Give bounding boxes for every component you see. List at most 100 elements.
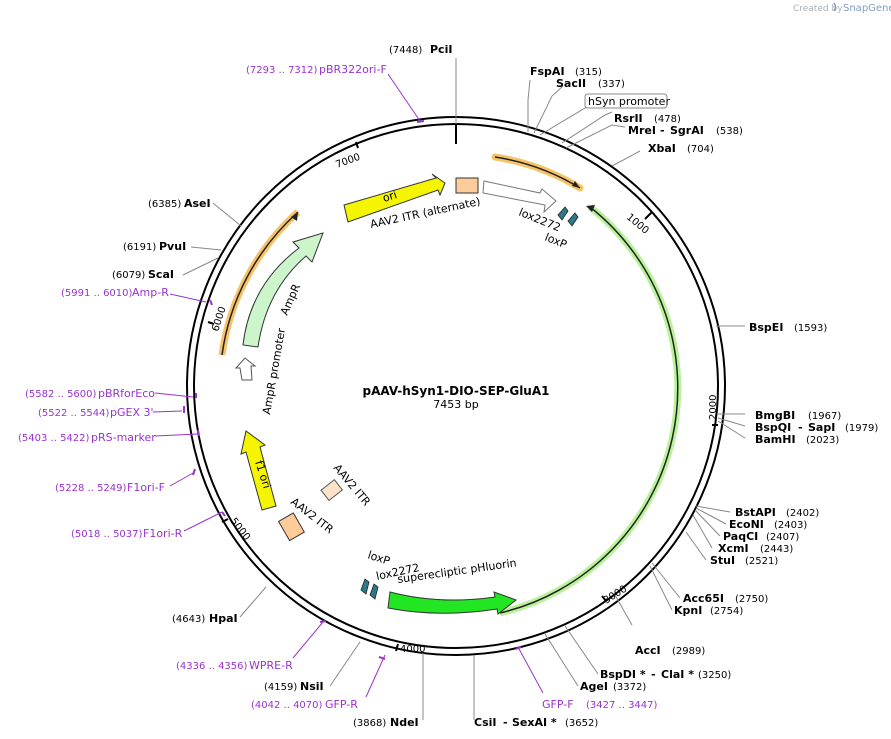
enzyme-name-econi[interactable]: EcoNI — [729, 518, 764, 531]
enzyme-name-fspai[interactable]: FspAI — [530, 65, 565, 78]
enzyme-pos-sacii: (337) — [598, 79, 625, 90]
tick-3000 — [601, 595, 607, 602]
tick-label-5000: 5000 — [228, 516, 252, 543]
feature-lox-top: lox2272 loxP — [517, 206, 579, 252]
enzyme-name-bspqi[interactable]: BspQI — [755, 421, 791, 434]
tick-label-7000: 7000 — [334, 152, 362, 171]
enzyme-name-pcii[interactable]: PciI — [430, 43, 452, 56]
feature-hsyn-arrow — [482, 180, 557, 214]
enzyme-name-csii[interactable]: CsiI — [474, 716, 496, 729]
primer-range-prs-marker: (5403 .. 5422) — [18, 433, 90, 444]
lox2272-bottom-icon — [369, 583, 379, 600]
tick-1000 — [644, 211, 653, 220]
enzyme-name-agei[interactable]: AgeI — [580, 680, 608, 693]
feature-ori: ori — [343, 173, 446, 223]
enzyme-labels: (7448) PciI FspAI (315) SacII (337) hSyn… — [112, 43, 878, 729]
enzyme-name-xbai[interactable]: XbaI — [648, 142, 676, 155]
primer-name-prs-marker[interactable]: pRS-marker — [91, 431, 156, 444]
enzyme-name-sacii[interactable]: SacII — [556, 77, 586, 90]
enzyme-pos-pvui: (6191) — [123, 242, 156, 253]
enzyme-name-sexai[interactable]: SexAI * — [512, 716, 557, 729]
feature-label-ampr-promoter: AmpR promoter — [260, 327, 288, 416]
enzyme-name-asei[interactable]: AseI — [184, 197, 211, 210]
enzyme-name-acc65i[interactable]: Acc65I — [683, 592, 724, 605]
enzyme-name-sgrai[interactable]: SgrAI — [670, 124, 704, 137]
primer-markers — [183, 120, 522, 660]
primer-range-gfp-f: (3427 .. 3447) — [586, 700, 658, 711]
enzyme-name-acci[interactable]: AccI — [635, 644, 661, 657]
loxp-top-icon — [567, 212, 579, 227]
enzyme-pos-ndei: (3868) — [353, 718, 386, 729]
enzyme-name-bamhi[interactable]: BamHI — [755, 433, 796, 446]
feature-itr-alt-box — [455, 177, 479, 194]
feature-itr-b-box — [320, 479, 344, 502]
orange-arc-top — [491, 153, 584, 192]
enzyme-name-kpni[interactable]: KpnI — [674, 604, 702, 617]
primer-connector-lines — [152, 73, 544, 698]
enzyme-pos-stui: (2521) — [745, 556, 778, 567]
primer-range-amp-r: (5991 .. 6010) — [61, 288, 133, 299]
feature-f1ori: f1 ori — [240, 430, 277, 511]
svg-text:-: - — [660, 124, 665, 137]
primer-name-f1ori-f[interactable]: F1ori-F — [127, 481, 165, 494]
tick-label-4000: 4000 — [400, 644, 425, 655]
orange-arc-left-line — [221, 211, 299, 356]
enzyme-name-urei[interactable]: MreI — [628, 124, 656, 137]
credit-brand: SnapGene — [843, 3, 891, 14]
lox2272-top-icon — [557, 206, 569, 221]
enzyme-name-bspei[interactable]: BspEI — [749, 321, 783, 334]
enzyme-pos-paqci: (2407) — [766, 532, 799, 543]
enzyme-pos-bstapi: (2402) — [786, 508, 819, 519]
primer-name-gfp-r[interactable]: GFP-R — [325, 698, 358, 711]
primer-labels: (7293 .. 7312) pBR322ori-F (5991 .. 6010… — [18, 63, 658, 711]
enzyme-pos-mrei: (538) — [716, 126, 743, 137]
loxp-bottom-icon — [360, 578, 370, 595]
enzyme-name-ndei[interactable]: NdeI — [390, 716, 419, 729]
enzyme-name-pvui[interactable]: PvuI — [159, 240, 186, 253]
svg-text:-: - — [798, 421, 803, 434]
hsyn-promoter-label-box — [584, 93, 668, 109]
tick-label-1000: 1000 — [624, 212, 651, 237]
orange-arc-top-arrowhead — [572, 181, 580, 188]
enzyme-name-rsrii[interactable]: RsrII — [614, 112, 643, 125]
enzyme-name-bmgbi[interactable]: BmgBI — [755, 409, 795, 422]
enzyme-name-sapi[interactable]: SapI — [808, 421, 835, 434]
enzyme-pos-bspei: (1593) — [794, 323, 827, 334]
primer-name-f1ori-r[interactable]: F1ori-R — [143, 527, 183, 540]
enzyme-name-scai[interactable]: ScaI — [148, 268, 174, 281]
enzyme-pos-fspai: (315) — [575, 67, 602, 78]
primer-range-f1ori-r: (5018 .. 5037) — [71, 529, 143, 540]
orange-arc-left-arrowhead — [291, 212, 298, 221]
snapgene-credit: Created by SnapGene — [793, 2, 891, 14]
enzyme-pos-nsii: (4159) — [264, 682, 297, 693]
scale-ticks — [207, 124, 718, 652]
enzyme-pos-bamhi: (2023) — [806, 435, 839, 446]
primer-name-amp-r[interactable]: Amp-R — [132, 286, 169, 299]
feature-label-hsyn: hSyn promoter — [588, 95, 670, 108]
feature-label-loxp-bottom: loxP — [366, 548, 392, 567]
svg-text:-: - — [503, 716, 508, 729]
feature-ampr-promoter-arrow — [234, 357, 257, 381]
primer-range-f1ori-f: (5228 .. 5249) — [55, 483, 127, 494]
primer-name-pgex3[interactable]: pGEX 3' — [110, 406, 154, 419]
enzyme-name-clai[interactable]: ClaI * — [661, 668, 694, 681]
enzyme-name-stui[interactable]: StuI — [710, 554, 735, 567]
primer-name-gfp-f[interactable]: GFP-F — [542, 698, 574, 711]
enzyme-pos-bmgbi: (1967) — [808, 411, 841, 422]
primer-name-wpre-r[interactable]: WPRE-R — [249, 659, 293, 672]
primer-range-wpre-r: (4336 .. 4356) — [176, 661, 248, 672]
primer-range-pbr322ori-f: (7293 .. 7312) — [246, 65, 318, 76]
enzyme-name-paqci[interactable]: PaqCI — [723, 530, 758, 543]
primer-name-pbr322ori-f[interactable]: pBR322ori-F — [319, 63, 387, 76]
enzyme-name-bspdi[interactable]: BspDI * — [600, 668, 646, 681]
feature-label-loxp-top: loxP — [543, 231, 569, 252]
primer-name-pbrforeco[interactable]: pBRforEco — [98, 387, 155, 400]
primer-range-gfp-r: (4042 .. 4070) — [251, 700, 323, 711]
enzyme-name-hpai[interactable]: HpaI — [209, 612, 238, 625]
snapgene-logo-icon — [833, 2, 837, 12]
tick-label-2000: 2000 — [708, 395, 719, 420]
enzyme-name-bstapi[interactable]: BstAPI — [735, 506, 776, 519]
enzyme-name-nsii[interactable]: NsiI — [300, 680, 324, 693]
enzyme-pos-pcii: (7448) — [389, 45, 422, 56]
enzyme-name-xcmi[interactable]: XcmI — [718, 542, 749, 555]
